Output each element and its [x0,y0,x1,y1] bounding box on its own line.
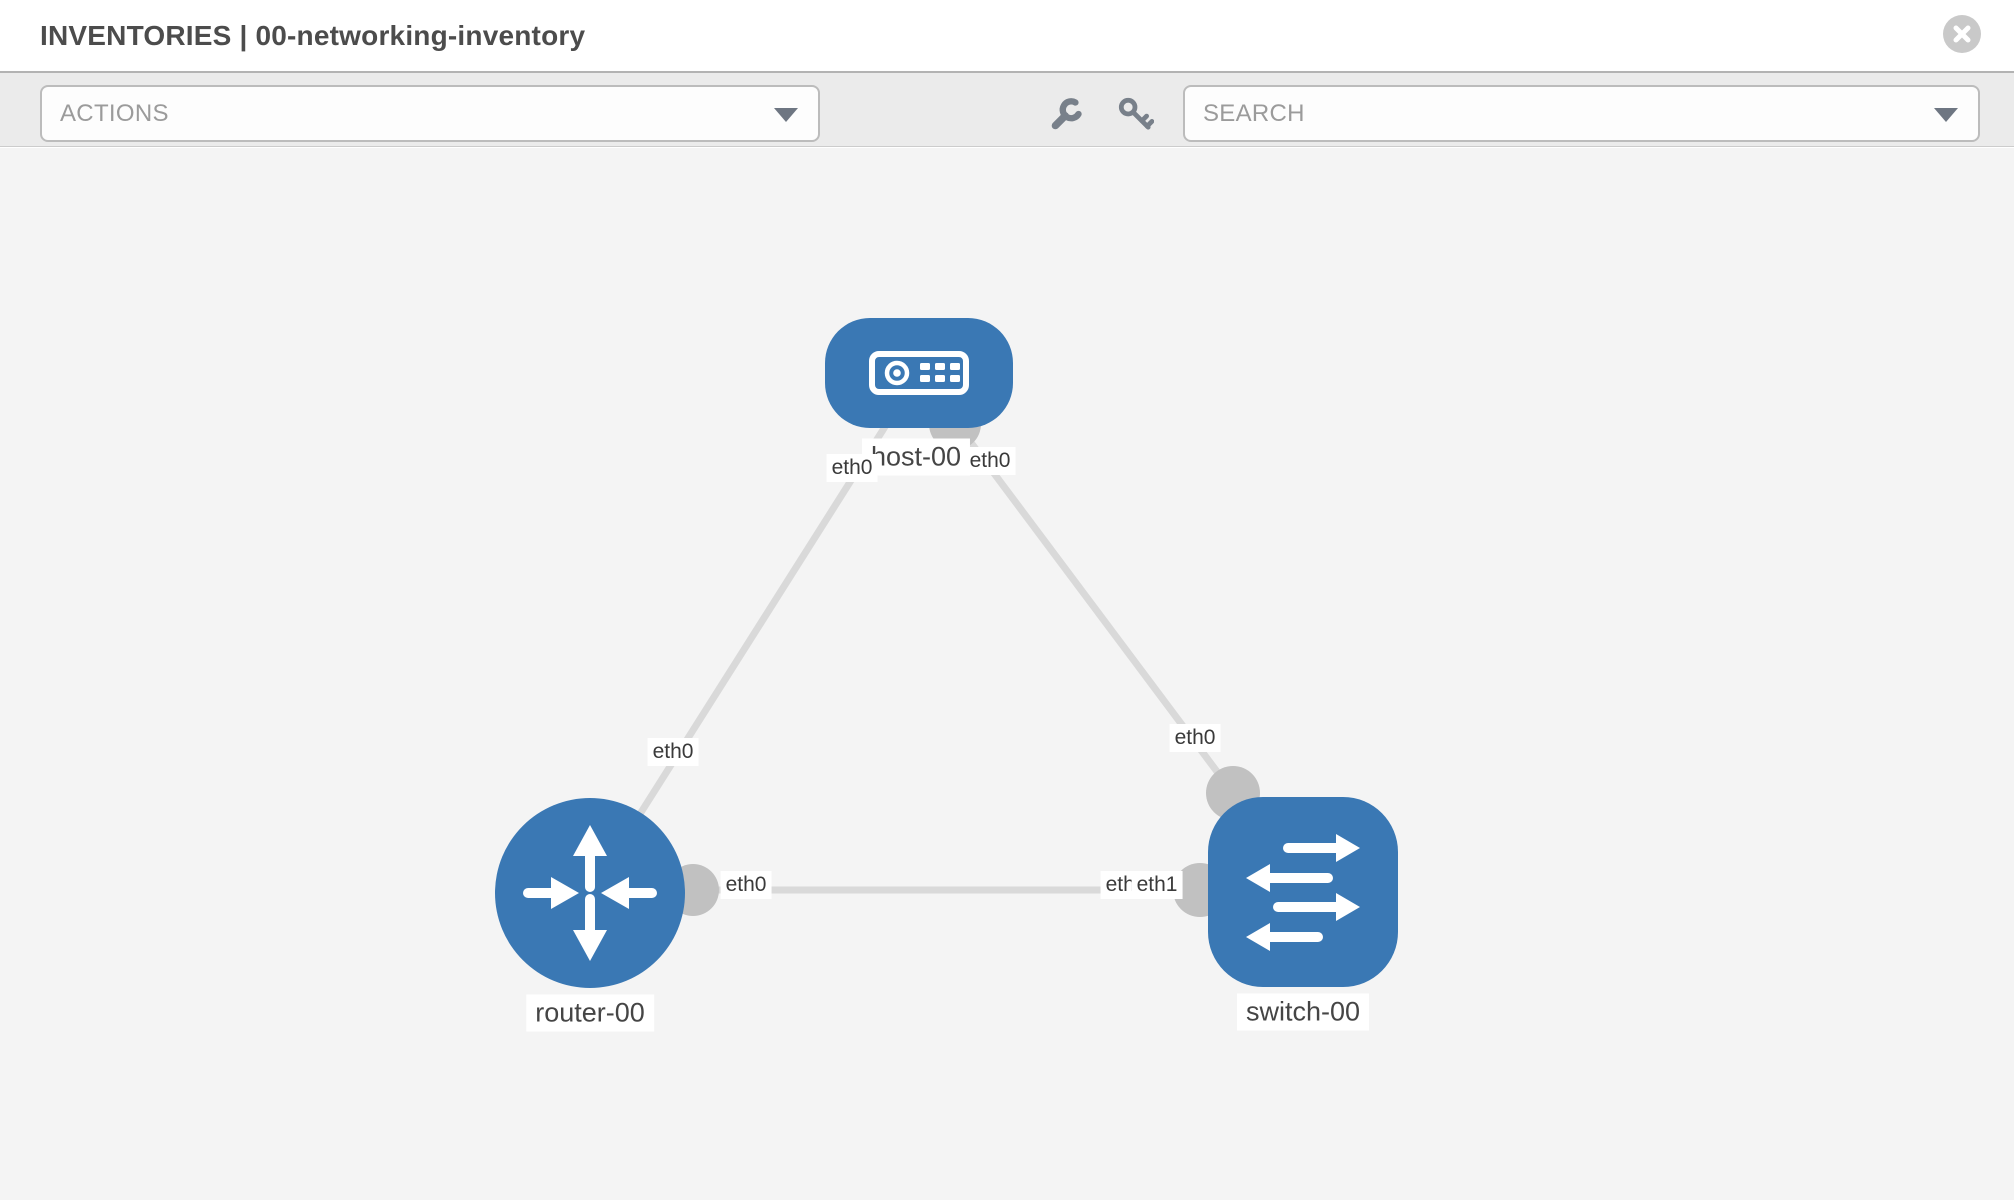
interface-label-switch-link-eth0: eth0 [1169,724,1221,752]
close-icon [1953,25,1971,43]
interface-label-router-port-eth0: eth0 [720,871,772,899]
topology-canvas[interactable]: host-00 router-00 switch-00 eth0 eth0 et… [0,148,2014,1200]
search-dropdown-label: SEARCH [1203,99,1305,127]
credentials-button[interactable] [1116,95,1154,133]
host-icon [869,351,969,395]
key-icon [1118,97,1154,130]
node-label-switch: switch-00 [1236,993,1370,1031]
interface-label-router-link-eth0: eth0 [647,738,699,766]
header: INVENTORIES | 00-networking-inventory [0,0,2014,71]
actions-dropdown-label: ACTIONS [60,99,169,127]
page-title: INVENTORIES | 00-networking-inventory [40,20,586,51]
chevron-down-icon [774,107,798,122]
node-label-host: host-00 [861,438,971,476]
interface-label-host-eth0-right: eth0 [964,447,1016,475]
switch-icon [1246,834,1360,951]
interface-label-switch-eth1: eth1 [1131,871,1183,899]
configure-button[interactable] [1048,95,1086,133]
chevron-down-icon [1934,107,1958,122]
actions-dropdown[interactable]: ACTIONS [40,85,820,142]
node-switch[interactable] [1208,797,1398,987]
search-dropdown[interactable]: SEARCH [1183,85,1980,142]
interface-label-host-eth0-left: eth0 [826,454,878,482]
close-button[interactable] [1943,15,1981,53]
node-label-router: router-00 [526,994,654,1032]
toolbar: ACTIONS SEARCH [0,71,2014,147]
wrench-icon [1051,98,1082,130]
node-host[interactable] [825,318,1013,428]
node-router[interactable] [495,798,685,988]
router-icon [523,825,657,961]
